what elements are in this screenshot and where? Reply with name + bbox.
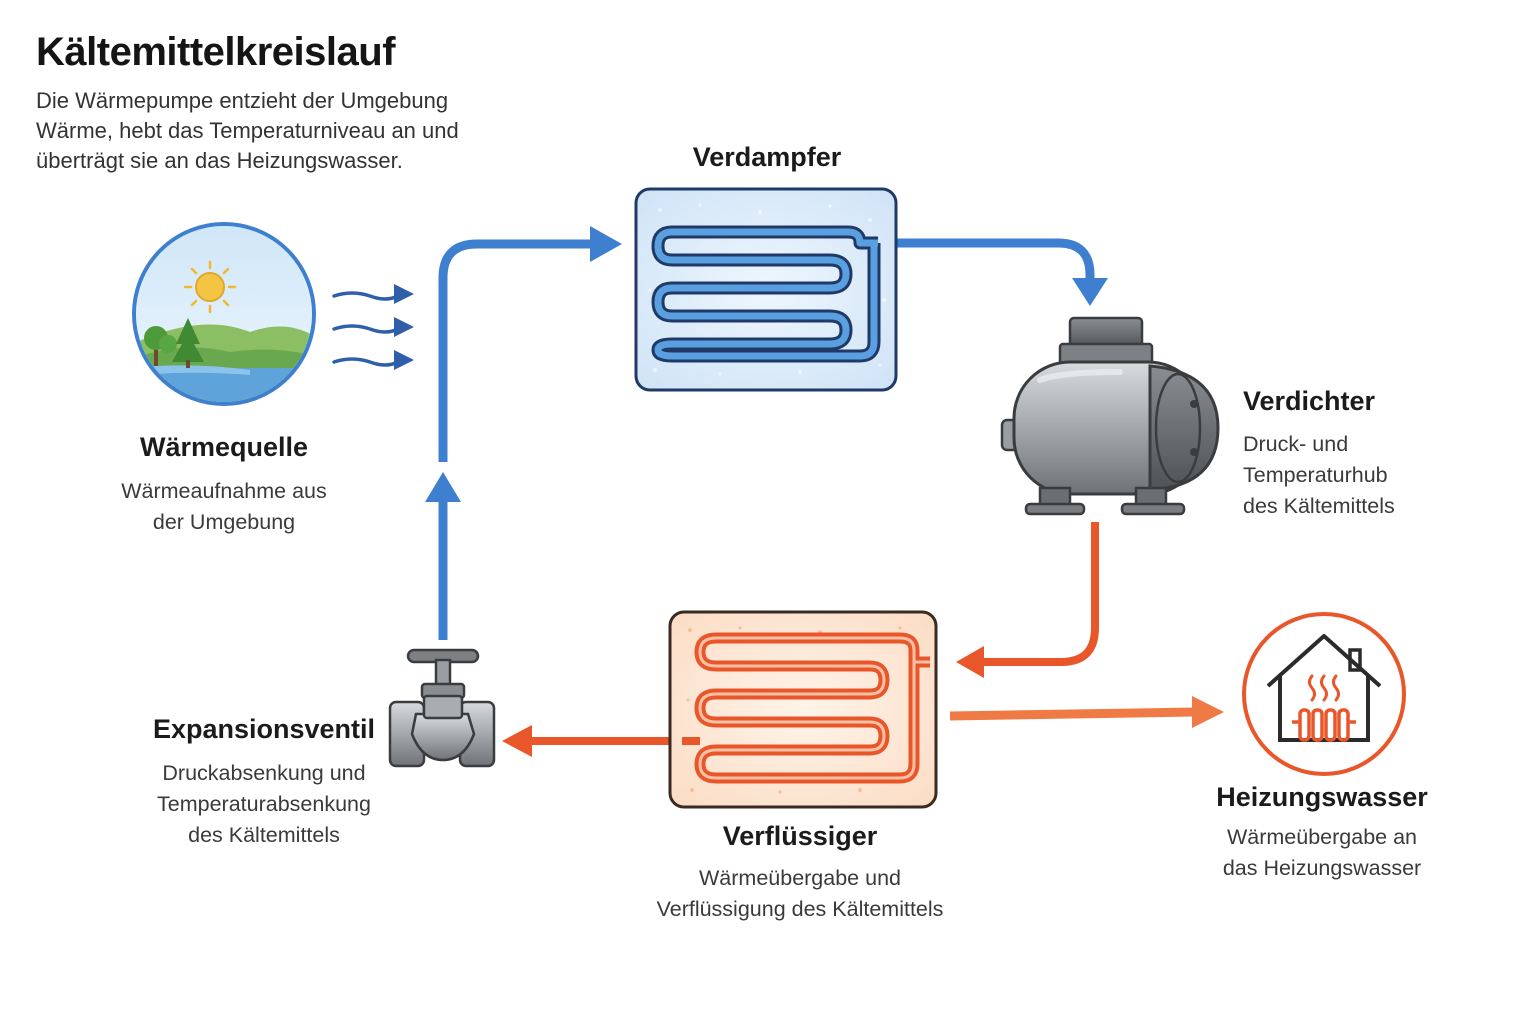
heating-water-description: Wärmeübergabe an das Heizungswasser xyxy=(1222,825,1422,880)
cold-pipe-right xyxy=(878,238,1108,306)
condenser-icon xyxy=(668,610,938,809)
heat-waves-icon xyxy=(1308,674,1340,702)
cold-pipe-left xyxy=(425,226,622,640)
expansion-valve-label: Expansionsventil xyxy=(152,714,376,744)
intro-line: überträgt sie an das Heizungswasser. xyxy=(36,148,403,173)
expansion-valve-description: Druckabsenkung und Temperaturabsenkung d… xyxy=(157,761,371,847)
page-title: Kältemittelkreislauf xyxy=(36,30,396,74)
expansion-valve-icon xyxy=(388,648,496,768)
condenser-label: Verflüssiger xyxy=(722,821,878,851)
hot-pipe-left xyxy=(502,725,682,757)
compressor-icon xyxy=(1000,316,1220,516)
radiator-icon xyxy=(1292,708,1356,742)
compressor-description: Druck- und Temperaturhub des Kältemittel… xyxy=(1243,432,1395,518)
intro-line: Die Wärmepumpe entzieht der Umgebung xyxy=(36,88,449,113)
evaporator-label: Verdampfer xyxy=(692,142,842,172)
page-intro: Die Wärmepumpe entzieht der Umgebung Wär… xyxy=(36,86,556,176)
intro-line: Wärme, hebt das Temperaturniveau an und xyxy=(36,118,459,143)
heating-water-icon xyxy=(1242,612,1406,776)
heat-source-label: Wärmequelle xyxy=(139,432,309,462)
condenser-description: Wärmeübergabe und Verflüssigung des Kält… xyxy=(656,866,944,921)
heating-water-label: Heizungswasser xyxy=(1216,782,1428,812)
heat-output-arrow xyxy=(949,696,1224,728)
heat-intake-arrows xyxy=(332,284,414,370)
heat-source-description: Wärmeaufnahme aus der Umgebung xyxy=(121,479,327,534)
heat-source-icon xyxy=(132,222,316,406)
hot-pipe-right xyxy=(956,522,1099,678)
sun-icon xyxy=(183,260,237,314)
compressor-label: Verdichter xyxy=(1243,386,1376,416)
evaporator-icon xyxy=(634,187,898,392)
